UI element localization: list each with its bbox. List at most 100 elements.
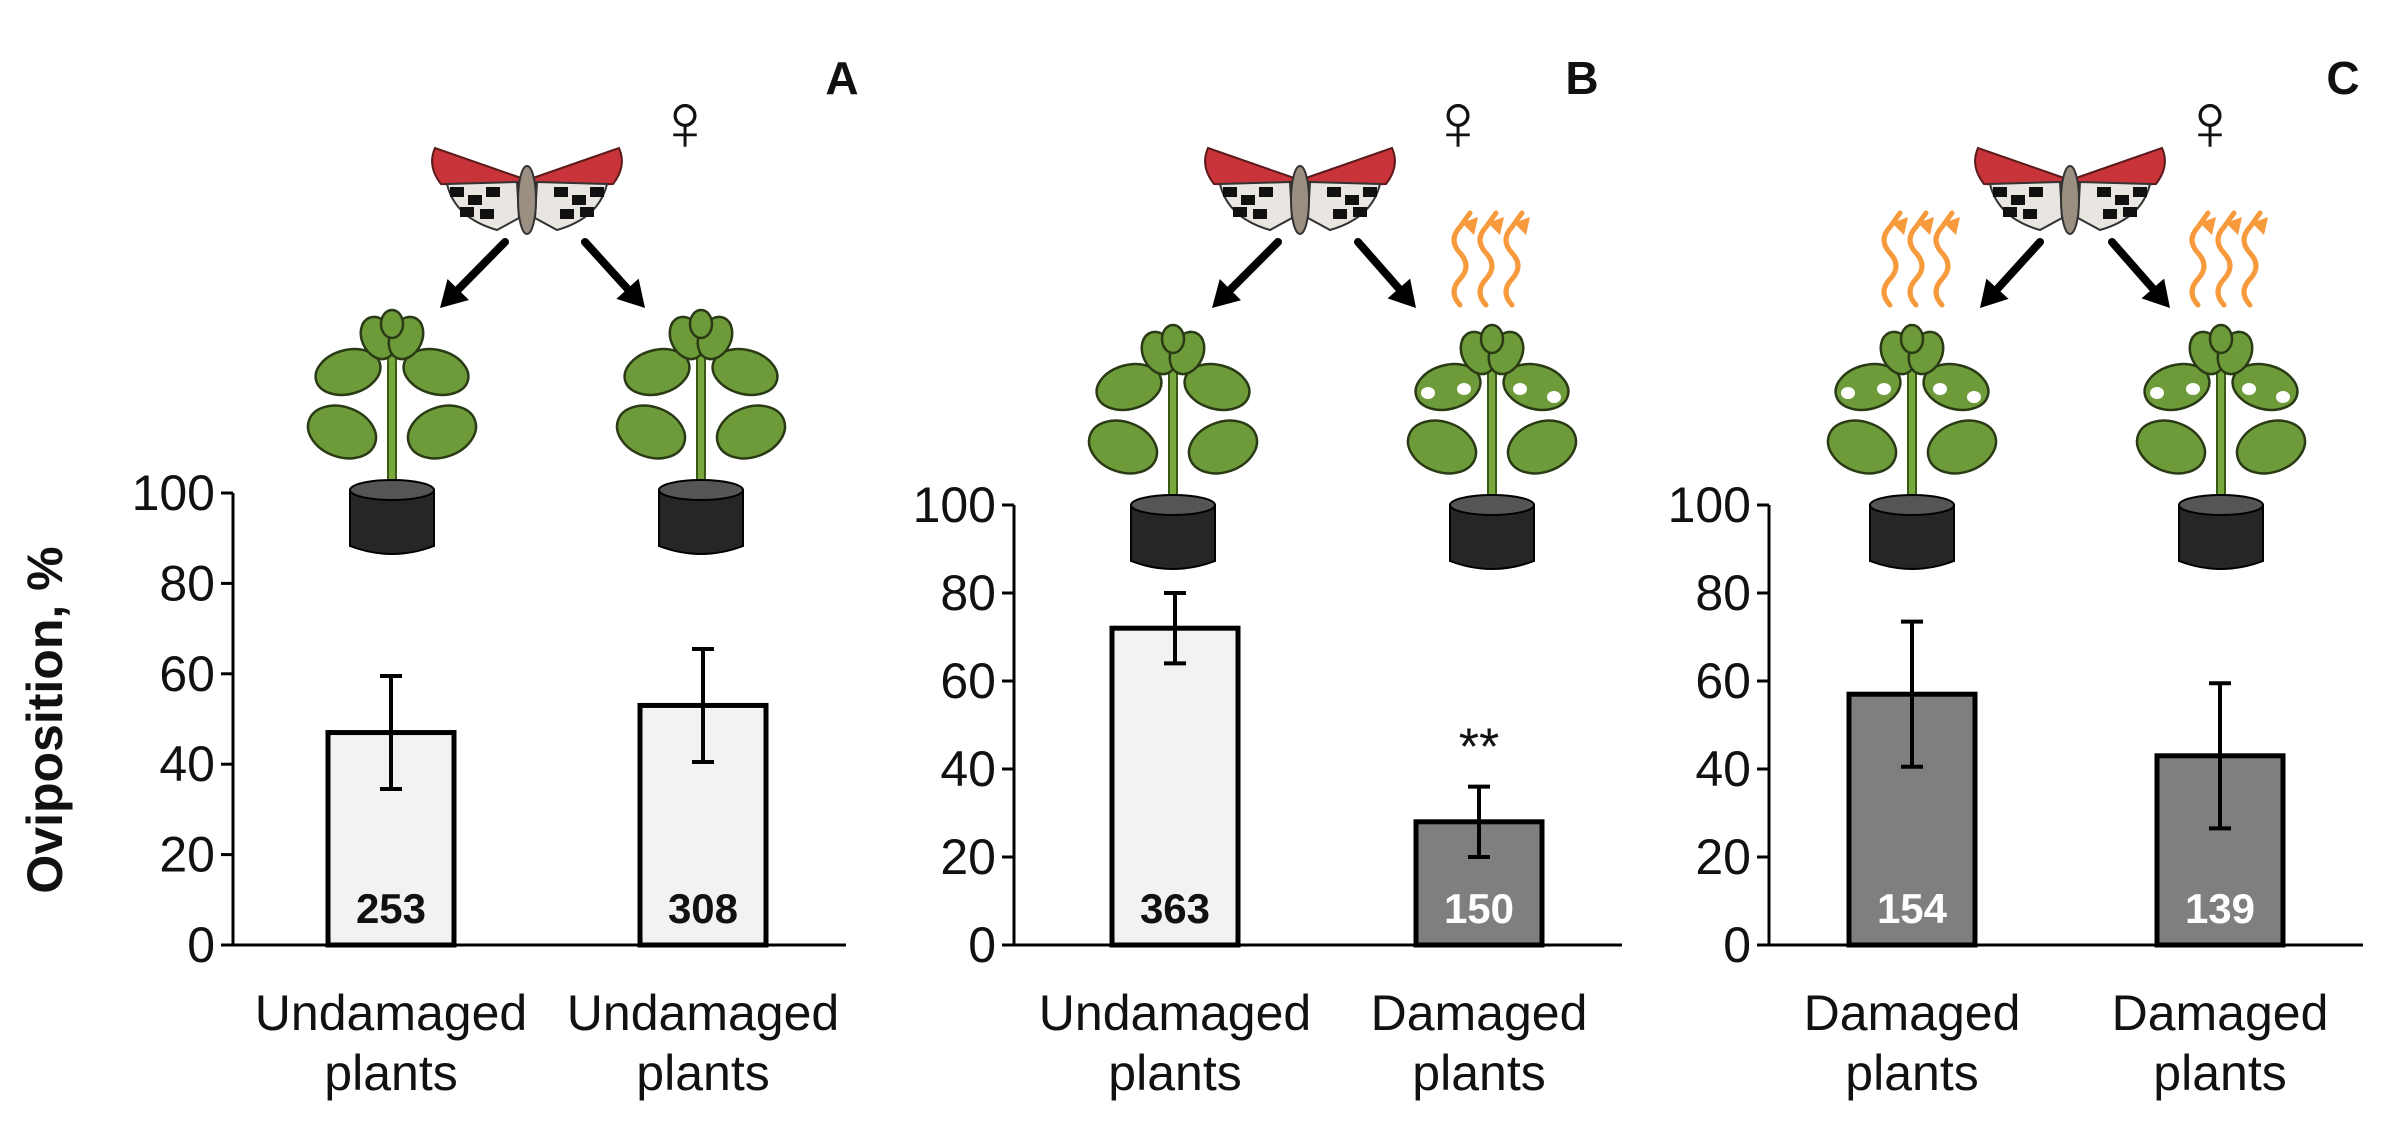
panel-letter: B [1565, 52, 1598, 104]
leaf-damage-spot [1513, 383, 1527, 395]
plant-pot [658, 489, 744, 555]
moth-wing-spot [1327, 187, 1341, 197]
volatile-arrowhead [2200, 217, 2216, 235]
undamaged-plant-icon [1087, 323, 1259, 570]
y-tick-label: 60 [1695, 653, 1751, 709]
panel-letter: A [825, 52, 858, 104]
y-axis-label: Oviposition, % [17, 546, 73, 893]
leaf-damage-spot [2186, 383, 2200, 395]
arrow-head [1387, 278, 1416, 308]
category-label: plants [636, 1045, 769, 1101]
arrow-shaft [454, 238, 509, 294]
category-label: plants [1412, 1045, 1545, 1101]
undamaged-plant-icon [615, 308, 787, 555]
bar-count-label: 253 [356, 885, 426, 932]
female-symbol-icon: ♀ [654, 77, 716, 168]
bar-count-label: 139 [2185, 885, 2255, 932]
moth-wing-spot [2103, 209, 2117, 219]
plant-pot [1869, 504, 1955, 570]
plant-bud [688, 308, 714, 340]
moth-wing-spot [2097, 187, 2111, 197]
volatile-wave [2189, 210, 2211, 308]
arrow-shaft [1993, 238, 2044, 293]
category-label: plants [324, 1045, 457, 1101]
plant-leaf [1926, 419, 1998, 475]
volatile-arrowhead [1892, 217, 1908, 235]
plant-leaf [1095, 362, 1163, 412]
arrow-shaft [1226, 238, 1282, 294]
plant-leaf [402, 347, 470, 397]
arrow-icon [1980, 238, 2044, 308]
volatile-arrowhead [1462, 217, 1478, 235]
plant-leaf [306, 404, 378, 460]
arrow-icon [440, 238, 509, 308]
moth-wing-spot [572, 195, 586, 205]
arrow-head [616, 278, 645, 308]
plant-stem [1487, 356, 1497, 503]
plant-pot-rim [349, 479, 435, 501]
plant-leaf [406, 404, 478, 460]
plant-leaf [1406, 419, 1478, 475]
chart-panel-b: B020406080100363Undamagedplants150Damage… [913, 52, 1622, 1101]
volatile-wave [1933, 210, 1955, 308]
plant-leaf [2235, 419, 2307, 475]
plant-leaf [2135, 419, 2207, 475]
volatile-wave [1881, 210, 1903, 308]
volatile-arrowhead [1488, 217, 1504, 235]
moth-wing-spot [554, 187, 568, 197]
plant-stem [1907, 356, 1917, 503]
y-tick-label: 80 [159, 555, 215, 611]
moth-wing-spot [1345, 195, 1359, 205]
moth-wing-spot [1241, 195, 1255, 205]
moth-right-forewing [2074, 146, 2166, 188]
arrow-icon [581, 238, 645, 308]
moth-wing-spot [486, 187, 500, 197]
moth-wing-spot [2029, 187, 2043, 197]
y-tick-label: 0 [1723, 917, 1751, 973]
volatile-arrowhead [1918, 217, 1934, 235]
arrow-icon [1354, 238, 1416, 308]
damaged-plant-icon [1406, 323, 1578, 570]
undamaged-plant-icon [306, 308, 478, 555]
arrow-head [1212, 279, 1241, 308]
arrow-shaft [2108, 238, 2157, 293]
arrow-icon [2108, 238, 2170, 308]
plant-bud [379, 308, 405, 340]
volatile-wave [1503, 210, 1525, 308]
bar [1109, 625, 1241, 948]
chart-panel-a: A020406080100253Undamagedplants308Undama… [132, 52, 859, 1101]
plant-leaf [1834, 362, 1902, 412]
leaf-damage-spot [1547, 391, 1561, 403]
significance-annotation: ** [1459, 719, 1499, 777]
moth-icon [1974, 146, 2166, 235]
y-tick-label: 0 [968, 917, 996, 973]
volatile-arrowhead [1944, 217, 1960, 235]
y-tick-label: 60 [940, 653, 996, 709]
y-tick-label: 40 [940, 741, 996, 797]
moth-wing-spot [468, 195, 482, 205]
moth-wing-spot [2023, 209, 2037, 219]
arrow-head [1980, 278, 2009, 308]
leaf-damage-spot [1933, 383, 1947, 395]
y-tick-label: 40 [1695, 741, 1751, 797]
plant-stem [2216, 356, 2226, 503]
moth-icon [431, 146, 623, 235]
moth-wing-spot [2011, 195, 2025, 205]
volatile-arrowhead [2226, 217, 2242, 235]
moth-wing-spot [2003, 207, 2017, 217]
moth-wing-spot [1993, 187, 2007, 197]
volatile-wave [1451, 210, 1473, 308]
plant-leaf [1506, 419, 1578, 475]
y-tick-label: 20 [940, 829, 996, 885]
volatile-wave [1477, 210, 1499, 308]
plant-leaf [1187, 419, 1259, 475]
chart-panel-c: C020406080100154Damagedplants139Damagedp… [1668, 52, 2363, 1101]
arrow-icon [1212, 238, 1282, 308]
moth-left-forewing [1974, 146, 2066, 188]
moth-body [1290, 165, 1310, 235]
category-label: plants [1108, 1045, 1241, 1101]
moth-wing-spot [560, 209, 574, 219]
panel-letter: C [2326, 52, 2359, 104]
leaf-damage-spot [2242, 383, 2256, 395]
plant-leaf [715, 404, 787, 460]
